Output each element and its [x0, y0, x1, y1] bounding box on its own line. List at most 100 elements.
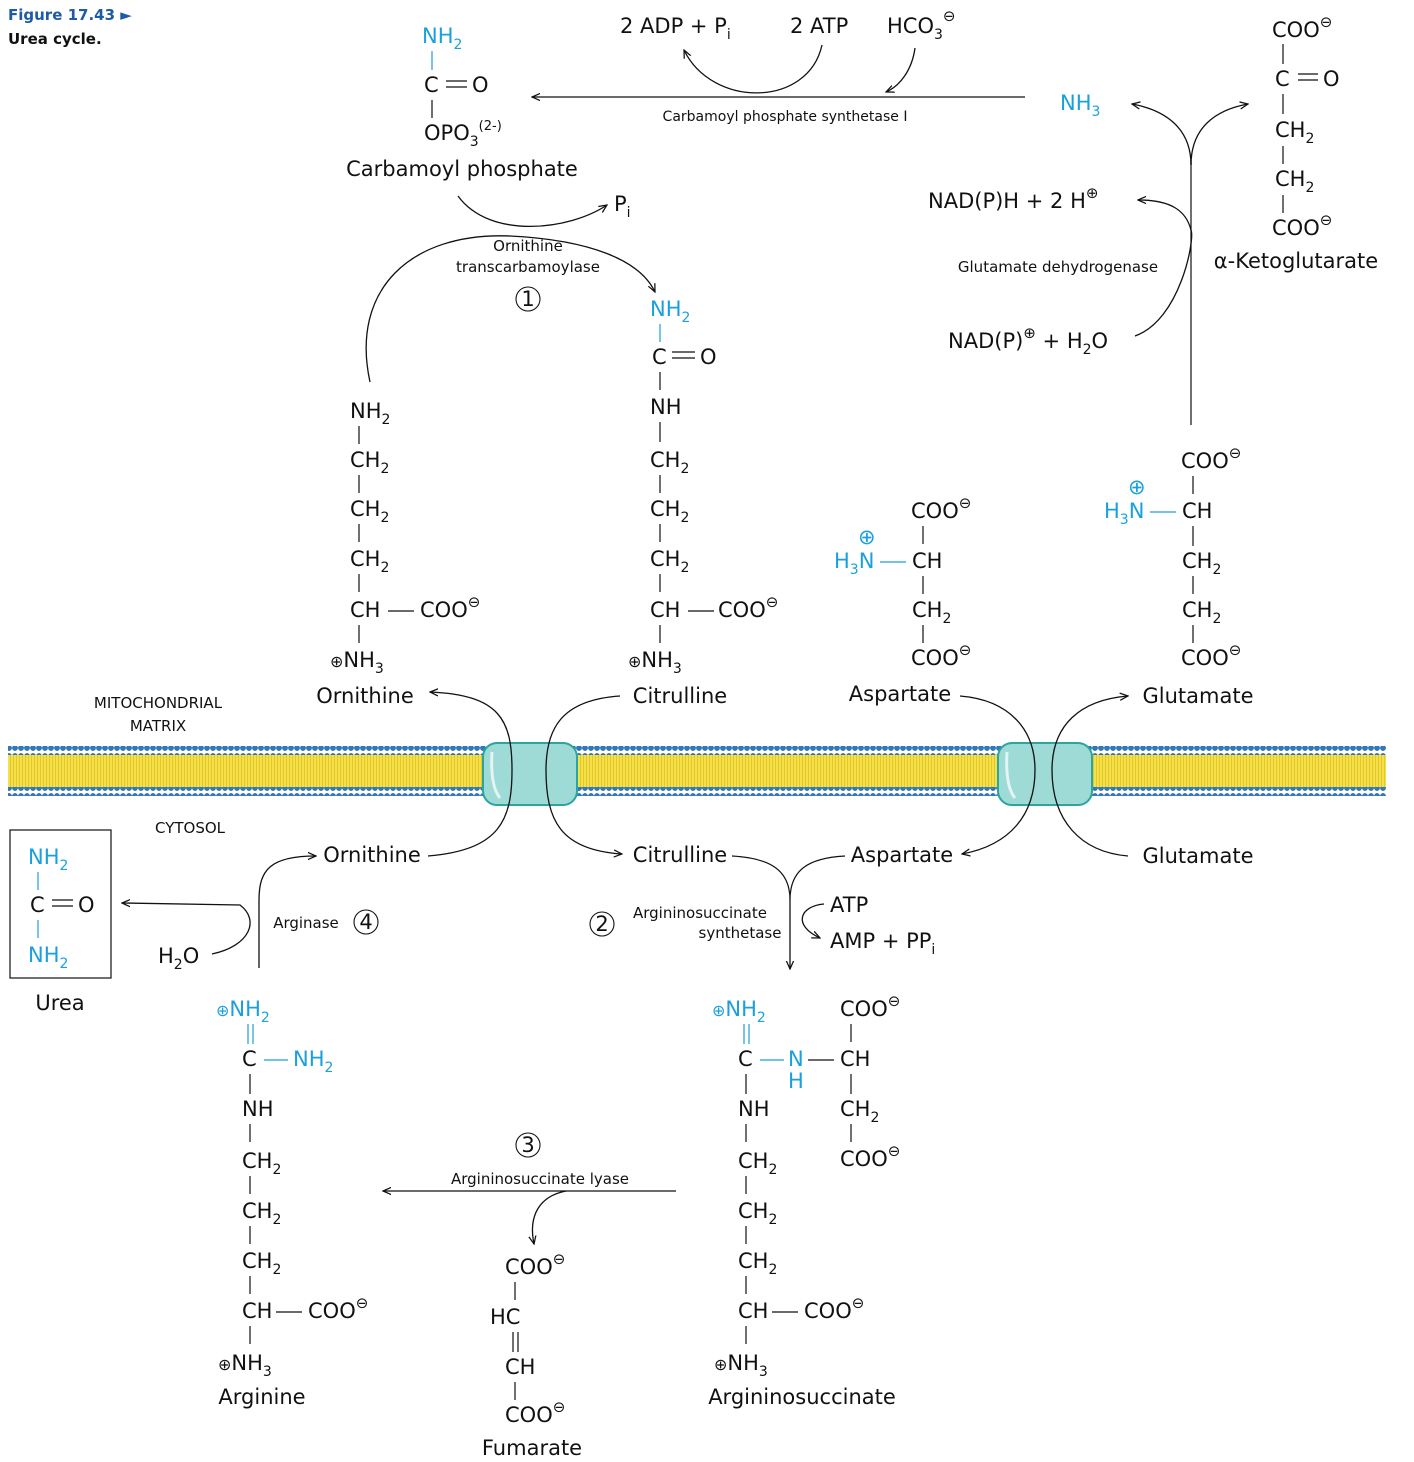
aspartate-matrix-label: Aspartate — [849, 682, 951, 706]
step-3-number: 3 — [521, 1133, 534, 1157]
ornithine-matrix-label: Ornithine — [316, 684, 414, 708]
urea-structure: NH2 C O NH2 Urea — [9, 829, 112, 1015]
svg-text:Pi: Pi — [614, 192, 631, 221]
svg-text:ATP: ATP — [830, 893, 868, 917]
ornithine-cytosol-label: Ornithine — [323, 843, 421, 867]
svg-text:C: C — [1275, 67, 1290, 91]
citrulline-matrix-label: Citrulline — [633, 684, 727, 708]
svg-text:HC: HC — [490, 1305, 520, 1329]
svg-text:CH2: CH2 — [350, 497, 389, 526]
mitochondrial-membrane — [8, 742, 1386, 806]
matrix-label-1: MITOCHONDRIAL — [94, 694, 223, 712]
fumarate-label: Fumarate — [482, 1436, 582, 1460]
svg-text:H2O: H2O — [158, 944, 199, 973]
svg-text:NAD(P)⊕ + H2O: NAD(P)⊕ + H2O — [948, 324, 1108, 358]
citrulline-cytosol-label: Citrulline — [633, 843, 727, 867]
svg-text:CH: CH — [650, 598, 680, 622]
svg-text:CH: CH — [1182, 499, 1212, 523]
svg-text:CH2: CH2 — [350, 547, 389, 576]
svg-text:O: O — [700, 345, 717, 369]
figure-label: Figure 17.43 ► — [8, 6, 132, 24]
svg-text:COO⊖: COO⊖ — [308, 1294, 368, 1323]
aspartate-glutamate-transporter — [997, 742, 1093, 806]
svg-text:NH2: NH2 — [422, 24, 462, 53]
figure-caption: Figure 17.43 ► Urea cycle. — [8, 6, 132, 48]
arginine-structure: ⊕NH2 C NH2 NH CH2 CH2 CH2 CH COO⊖ ⊕NH3 A… — [216, 997, 368, 1409]
svg-text:CH2: CH2 — [840, 1097, 879, 1126]
svg-text:C: C — [652, 345, 667, 369]
svg-text:O: O — [78, 893, 95, 917]
svg-text:CH: CH — [350, 598, 380, 622]
glutamate-structure: COO⊖ ⊕ H3N CH CH2 CH2 COO⊖ Glutamate — [1104, 444, 1254, 708]
svg-text:COO⊖: COO⊖ — [1272, 13, 1332, 42]
svg-text:CH2: CH2 — [242, 1199, 281, 1228]
svg-text:H3N: H3N — [1104, 499, 1144, 528]
svg-text:COO⊖: COO⊖ — [1272, 211, 1332, 240]
glutamate-cytosol-label: Glutamate — [1143, 844, 1254, 868]
svg-text:COO⊖: COO⊖ — [420, 593, 480, 622]
figure-title: Urea cycle. — [8, 30, 102, 48]
svg-text:NH: NH — [650, 395, 682, 419]
svg-text:CH2: CH2 — [1275, 118, 1314, 147]
compartment-labels: MITOCHONDRIAL MATRIX CYTOSOL — [94, 694, 226, 837]
svg-text:CH: CH — [738, 1299, 768, 1323]
svg-text:CH2: CH2 — [738, 1149, 777, 1178]
otc-reaction: Pi Ornithine transcarbamoylase 1 — [365, 192, 655, 383]
svg-text:⊕NH3: ⊕NH3 — [330, 648, 384, 677]
svg-text:CH2: CH2 — [242, 1149, 281, 1178]
cps1-enzyme: Carbamoyl phosphate synthetase I — [663, 109, 908, 125]
arginine-label: Arginine — [218, 1385, 305, 1409]
citrulline-structure: NH2 C O NH CH2 CH2 CH2 CH COO⊖ ⊕NH3 Citr… — [628, 297, 778, 708]
matrix-label-2: MATRIX — [130, 717, 186, 735]
svg-text:⊕NH3: ⊕NH3 — [714, 1351, 768, 1380]
asl-enzyme: Argininosuccinate lyase — [451, 1170, 629, 1188]
step-1-number: 1 — [521, 287, 534, 311]
svg-text:⊕: ⊕ — [1128, 475, 1146, 499]
svg-text:CH: CH — [912, 549, 942, 573]
svg-text:⊕NH3: ⊕NH3 — [628, 648, 682, 677]
gdh-reaction: NAD(P)H + 2 H⊕ Glutamate dehydrogenase N… — [928, 104, 1248, 425]
svg-text:NH2: NH2 — [650, 297, 690, 326]
svg-text:CH2: CH2 — [242, 1249, 281, 1278]
svg-text:C: C — [30, 893, 45, 917]
svg-text:CH2: CH2 — [1275, 167, 1314, 196]
urea-label: Urea — [35, 991, 84, 1015]
svg-text:O: O — [472, 73, 489, 97]
arginase-reaction: H2O Arginase 4 — [122, 856, 379, 973]
svg-text:CH: CH — [840, 1047, 870, 1071]
svg-text:CH2: CH2 — [650, 497, 689, 526]
cytosol-label: CYTOSOL — [155, 819, 226, 837]
svg-text:CH2: CH2 — [650, 547, 689, 576]
svg-text:CH2: CH2 — [912, 598, 951, 627]
svg-text:NH2: NH2 — [28, 943, 68, 972]
cytosol-compounds: Ornithine Citrulline Aspartate Glutamate — [323, 843, 1253, 868]
argininosuccinate-label: Argininosuccinate — [708, 1385, 896, 1409]
transport-arrows — [427, 692, 1128, 856]
fumarate-structure: COO⊖ HC CH COO⊖ Fumarate — [482, 1250, 582, 1460]
atp2-text: 2 ATP — [790, 14, 848, 38]
svg-text:NH: NH — [242, 1097, 274, 1121]
svg-text:CH: CH — [242, 1299, 272, 1323]
svg-text:CH2: CH2 — [738, 1249, 777, 1278]
svg-text:COO⊖: COO⊖ — [1181, 641, 1241, 670]
svg-text:N: N — [788, 1047, 804, 1071]
svg-text:COO⊖: COO⊖ — [911, 494, 971, 523]
svg-text:COO⊖: COO⊖ — [1181, 444, 1241, 473]
aspartate-cytosol-label: Aspartate — [851, 843, 953, 867]
svg-text:CH: CH — [505, 1355, 535, 1379]
asl-reaction: 3 Argininosuccinate lyase — [383, 1132, 676, 1244]
svg-text:NH: NH — [738, 1097, 770, 1121]
carbamoyl-phosphate-structure: NH2 C O OPO3(2-) Carbamoyl phosphate — [346, 24, 578, 181]
svg-text:COO⊖: COO⊖ — [840, 992, 900, 1021]
ornithine-structure: NH2 CH2 CH2 CH2 CH COO⊖ ⊕NH3 Ornithine — [316, 399, 480, 708]
svg-text:NH2: NH2 — [293, 1047, 333, 1076]
svg-text:C: C — [242, 1047, 257, 1071]
svg-text:NAD(P)H + 2 H⊕: NAD(P)H + 2 H⊕ — [928, 184, 1098, 213]
svg-text:NH2: NH2 — [28, 845, 68, 874]
aspartate-structure: COO⊖ ⊕ H3N CH CH2 COO⊖ Aspartate — [834, 494, 971, 706]
argininosuccinate-structure: ⊕NH2 C N H CH COO⊖ CH2 COO⊖ NH CH2 CH2 C… — [708, 992, 900, 1409]
svg-text:COO⊖: COO⊖ — [505, 1250, 565, 1279]
svg-text:COO⊖: COO⊖ — [911, 641, 971, 670]
ornithine-citrulline-transporter — [482, 742, 578, 806]
